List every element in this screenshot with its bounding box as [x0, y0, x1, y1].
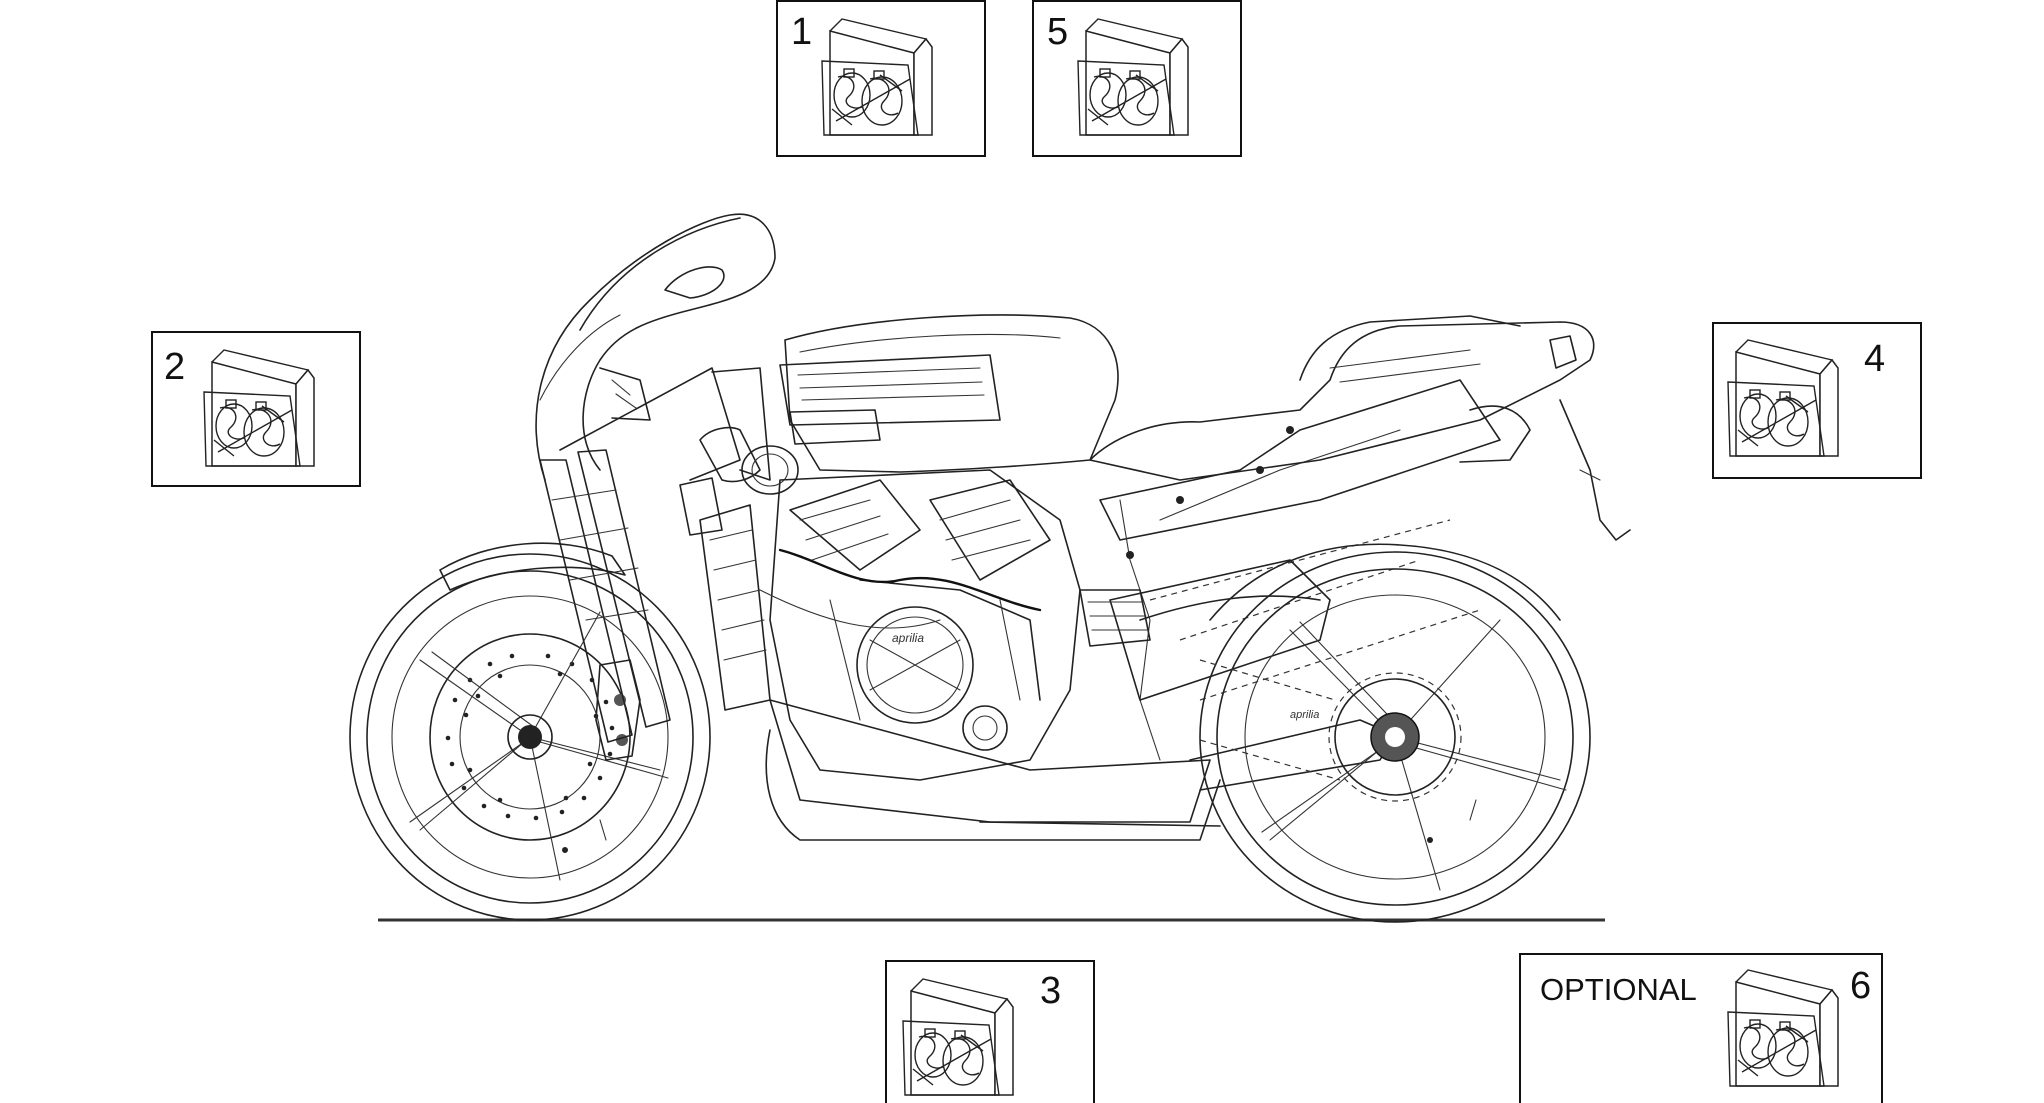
airbox	[699, 426, 761, 483]
radiator	[699, 504, 771, 711]
part-callout-2[interactable]: 2	[151, 331, 361, 487]
part-callout-1[interactable]: 1	[776, 0, 986, 157]
front-fork	[539, 367, 771, 743]
front-fairing	[535, 213, 776, 481]
part-callout-6[interactable]: OPTIONAL 6	[1519, 953, 1883, 1103]
svg-text:aprilia: aprilia	[1290, 709, 1319, 721]
optional-label: OPTIONAL	[1540, 972, 1697, 1007]
part-number-5: 5	[1047, 11, 1068, 53]
part-number-6: 6	[1850, 965, 1871, 1007]
part-callout-5[interactable]: 5	[1032, 0, 1242, 157]
front-wheel	[349, 553, 711, 921]
part-number-1: 1	[791, 11, 812, 53]
rear-wheel	[1199, 543, 1591, 923]
part-number-4: 4	[1864, 338, 1885, 380]
lower-fairing	[765, 729, 1221, 841]
front-fender	[439, 542, 626, 591]
part-callout-3[interactable]: 3	[885, 960, 1095, 1103]
swingarm	[1079, 559, 1396, 791]
fuel-tank	[779, 314, 1119, 473]
tail-section	[1089, 315, 1631, 541]
motorcycle-illustration: aprilia aprilia	[349, 213, 1631, 923]
part-callout-4[interactable]: 4	[1712, 322, 1922, 479]
svg-text:aprilia: aprilia	[892, 631, 924, 645]
part-number-3: 3	[1040, 970, 1061, 1012]
part-number-2: 2	[164, 346, 185, 388]
frame	[1099, 379, 1501, 761]
engine	[759, 469, 1221, 827]
